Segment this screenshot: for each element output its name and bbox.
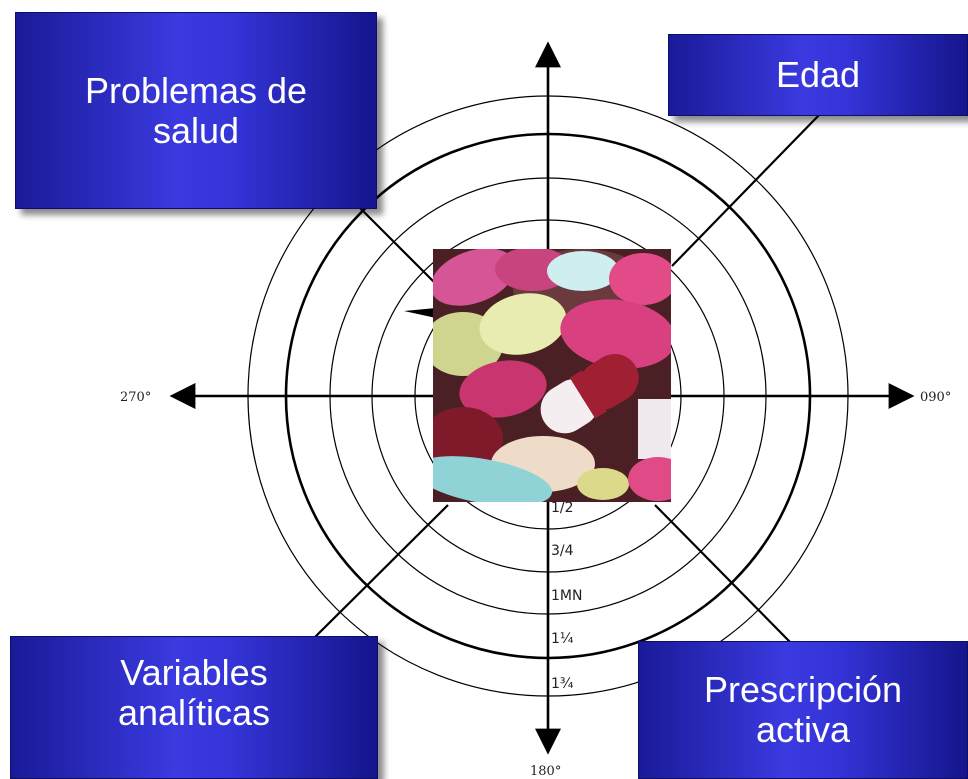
problemas-de-salud-label: Problemas de salud	[84, 69, 308, 151]
pills-illustration	[433, 249, 671, 502]
edad-label: Edad	[775, 54, 861, 95]
bearing-south-label: 180°	[530, 764, 561, 779]
bearing-west-label: 270°	[120, 390, 151, 405]
connector-problemas	[351, 199, 441, 289]
ring-label-three-quarters: 3/4	[551, 543, 574, 559]
ring-label-1-three-quarters: 1¾	[551, 676, 574, 692]
problemas-de-salud-box: Problemas de salud	[15, 12, 377, 209]
edad-box: Edad	[668, 34, 968, 116]
variables-analiticas-box: Variables analíticas	[10, 636, 378, 779]
ring-labels: 1/2 3/4 1MN 1¼ 1¾	[551, 500, 582, 692]
ring-label-1-quarter: 1¼	[551, 631, 574, 647]
variables-analiticas-label: Variables analíticas	[117, 651, 271, 733]
connector-edad	[671, 111, 823, 267]
connector-lines	[309, 111, 823, 643]
prescripcion-activa-box: Prescripción activa	[638, 641, 968, 779]
ring-label-half: 1/2	[551, 500, 574, 516]
prescripcion-activa-label: Prescripción activa	[703, 669, 903, 750]
connector-variables	[309, 504, 449, 643]
bearing-east-label: 090°	[920, 390, 951, 405]
ring-label-1mn: 1MN	[551, 588, 582, 604]
pointer-arrow	[404, 308, 436, 318]
pills-photo	[433, 249, 671, 502]
connector-prescripcion	[654, 504, 791, 643]
